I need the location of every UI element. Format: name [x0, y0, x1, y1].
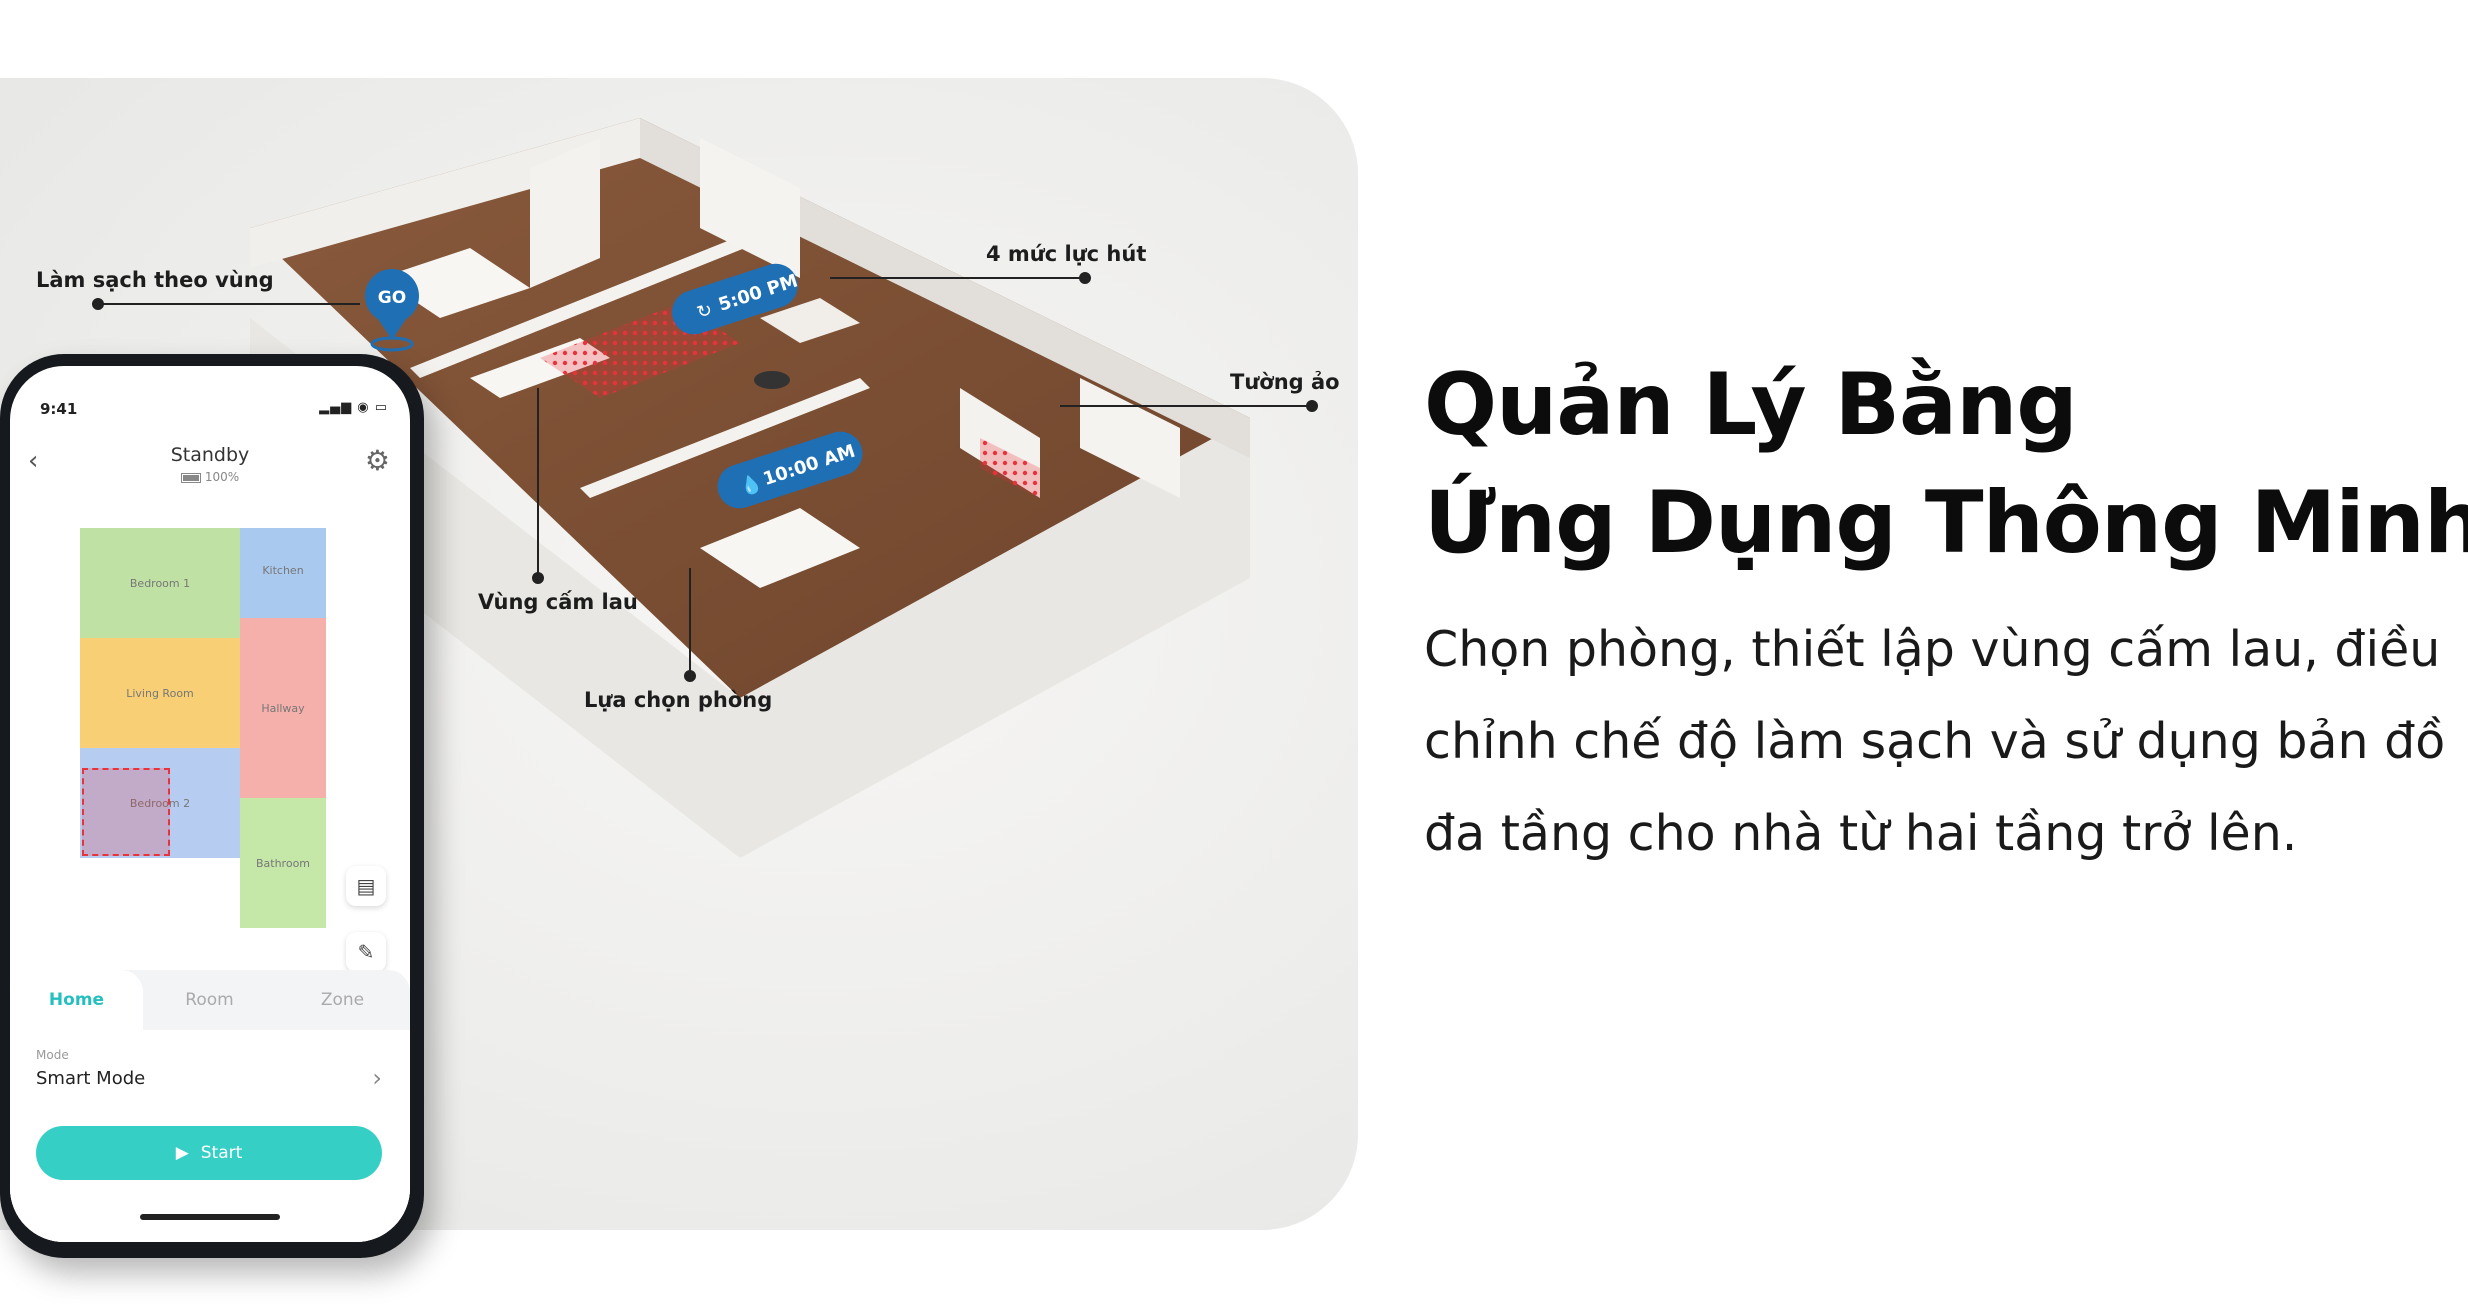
phone-screen: 9:41 ▂▄▆ ◉ ▭ ‹ Standby 100% ⚙ Bedroom 1 … [10, 366, 410, 1242]
battery-level: 100% [204, 470, 240, 484]
dock-icon: ▤ [356, 874, 376, 898]
cabinet [1080, 378, 1180, 498]
no-mop-zone-marker [82, 768, 170, 856]
callout-suction: 4 mức lực hút [986, 242, 1147, 266]
room-hallway[interactable]: Hallway [240, 618, 326, 798]
interior-wall [410, 228, 770, 378]
floorplan-back-wall-left [250, 118, 640, 268]
room-label: Bedroom 1 [129, 576, 191, 590]
tab-bar: Home Room Zone [10, 970, 410, 1030]
room-label: Living Room [126, 686, 194, 700]
start-button[interactable]: ▶ Start [36, 1126, 382, 1180]
room-bedroom-1[interactable]: Bedroom 1 [80, 528, 240, 638]
battery-icon [180, 472, 201, 483]
room-map: Bedroom 1 Kitchen Living Room Hallway Be… [80, 528, 326, 928]
status-time: 9:41 [40, 400, 78, 418]
dining-table [760, 298, 860, 343]
robot-vacuum [754, 371, 790, 389]
callout-room-select: Lựa chọn phòng [584, 688, 773, 712]
room-bedroom-2[interactable]: Bedroom 2 [80, 748, 240, 858]
play-icon: ▶ [175, 1143, 189, 1163]
mode-panel: Mode Smart Mode › ▶ Start [10, 1030, 410, 1242]
go-pin: GO [365, 269, 419, 352]
callout-lines [92, 272, 1318, 682]
room-label: Kitchen [262, 564, 304, 577]
page-title: Quản Lý Bằng Ứng Dụng Thông Minh [1424, 346, 2468, 582]
room-kitchen[interactable]: Kitchen [240, 528, 326, 618]
home-indicator [140, 1214, 280, 1220]
start-label: Start [200, 1143, 243, 1163]
gear-icon[interactable]: ⚙ [364, 444, 390, 477]
title-line-1: Quản Lý Bằng [1424, 355, 2078, 455]
isometric-floorplan: GO ↻ 5:00 PM 💧 10:00 AM [92, 118, 1318, 858]
cabinet [700, 138, 800, 278]
interior-wall [580, 378, 870, 498]
no-mop-zone [980, 438, 1040, 498]
floorplan-floor [250, 118, 1250, 698]
callout-virtual-wall: Tường ảo [1230, 370, 1340, 394]
description: Chọn phòng, thiết lập vùng cấm lau, điều… [1424, 621, 2446, 862]
back-icon[interactable]: ‹ [28, 446, 39, 476]
interior-wall [530, 138, 600, 288]
room-label: Hallway [261, 701, 305, 715]
tab-zone[interactable]: Zone [320, 990, 365, 1010]
title-line-2: Ứng Dụng Thông Minh [1424, 473, 2468, 573]
battery-indicator: 100% [10, 470, 410, 484]
chevron-right-icon[interactable]: › [372, 1064, 382, 1092]
device-status: Standby [170, 444, 250, 466]
edit-icon: ✎ [357, 940, 375, 964]
bed [700, 508, 860, 588]
room-label: Bedroom 2 [129, 796, 191, 810]
tab-room[interactable]: Room [185, 990, 234, 1010]
dock-button[interactable]: ▤ [346, 866, 386, 906]
room-label: Bathroom [255, 856, 311, 870]
room-bathroom[interactable]: Bathroom [240, 798, 326, 928]
tab-home[interactable]: Home [10, 970, 143, 1030]
bottom-sheet: Home Room Zone Mode Smart Mode › ▶ Start [10, 970, 410, 1242]
edit-map-button[interactable]: ✎ [346, 932, 386, 972]
mode-label: Mode [36, 1048, 69, 1062]
floorplan-base-front [250, 318, 1250, 858]
callout-zone-clean: Làm sạch theo vùng [36, 268, 274, 292]
schedule-icon: ↻ [694, 299, 715, 324]
room-living-room[interactable]: Living Room [80, 638, 240, 748]
phone-mockup: 9:41 ▂▄▆ ◉ ▭ ‹ Standby 100% ⚙ Bedroom 1 … [0, 354, 424, 1258]
status-icons: ▂▄▆ ◉ ▭ [319, 400, 388, 415]
mode-selector[interactable]: Smart Mode [36, 1068, 146, 1089]
callout-no-mop-zone: Vùng cấm lau [478, 590, 638, 614]
go-pin-label: GO [378, 288, 406, 308]
